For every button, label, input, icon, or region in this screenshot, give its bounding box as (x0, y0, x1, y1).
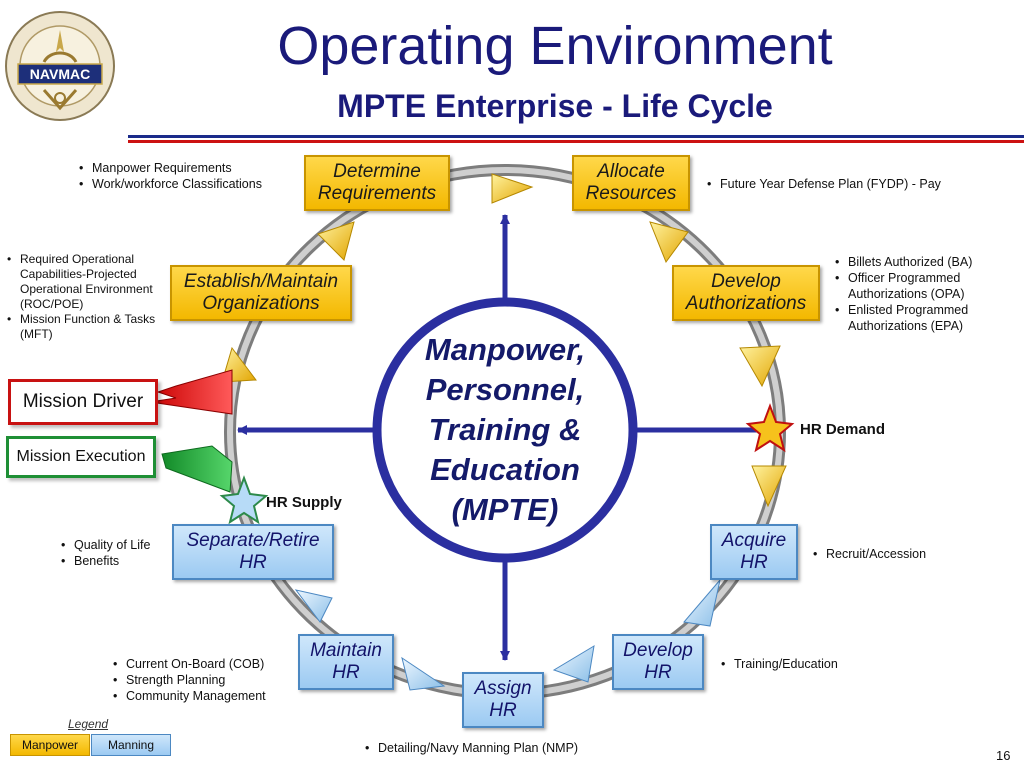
note-item: Quality of Life (58, 537, 178, 553)
box-line: HR (239, 552, 267, 573)
note-item: Enlisted Programmed Authorizations (EPA) (832, 302, 1002, 334)
hub-line: Manpower, (424, 332, 586, 367)
page-number: 16 (996, 748, 1011, 763)
acquire-hr-box: Acquire HR (710, 524, 798, 580)
flow-arrow-determine-to-allocate (491, 173, 534, 204)
separate-retire-hr-box: Separate/Retire HR (172, 524, 334, 580)
hr-demand-label: HR Demand (800, 421, 886, 438)
establish-maintain-organizations-box: Establish/Maintain Organizations (170, 265, 352, 321)
maintain-notes: Current On-Board (COB) Strength Planning… (110, 656, 300, 704)
slide-subtitle: MPTE Enterprise - Life Cycle (337, 88, 773, 124)
box-line: Develop (623, 639, 693, 661)
establish-notes: Required Operational Capabilities-Projec… (4, 252, 170, 342)
box-line: Establish/Maintain (183, 270, 339, 292)
hub-line: (MPTE) (451, 492, 559, 527)
note-item: Manpower Requirements (76, 160, 302, 176)
assign-notes: Detailing/Navy Manning Plan (NMP) (362, 740, 682, 756)
box-line: Develop (711, 270, 781, 292)
flow-arrow-establish-to-determine (317, 221, 355, 261)
box-line: Separate/Retire (186, 529, 320, 551)
hr-demand-star-icon (745, 403, 795, 453)
note-item: Billets Authorized (BA) (832, 254, 1002, 270)
note-item: Training/Education (718, 656, 838, 672)
note-item: Recruit/Accession (810, 546, 1010, 562)
note-item: Detailing/Navy Manning Plan (NMP) (362, 740, 682, 756)
note-item: Required Operational Capabilities-Projec… (4, 252, 170, 312)
box-line: HR (740, 552, 768, 573)
box-line: Organizations (202, 293, 320, 314)
title-rule-blue (128, 135, 1024, 138)
note-item: Community Management (110, 688, 300, 704)
mission-execution-arrow (161, 445, 233, 493)
box-line: Authorizations (685, 293, 807, 314)
assign-hr-box: Assign HR (462, 672, 544, 728)
legend-manning-swatch: Manning (91, 734, 171, 756)
flow-arrow-demand-to-acquire (751, 465, 787, 508)
hub-line: Personnel, (425, 372, 585, 407)
acquire-notes: Recruit/Accession (810, 546, 1010, 562)
hr-supply-label: HR Supply (266, 494, 342, 511)
flow-arrow-maintain-to-separate (294, 589, 333, 623)
flow-arrow-allocate-to-develop (649, 221, 689, 264)
note-item: Strength Planning (110, 672, 300, 688)
note-item: Officer Programmed Authorizations (OPA) (832, 270, 1002, 302)
develop-authorizations-box: Develop Authorizations (672, 265, 820, 321)
box-line: Allocate (597, 160, 665, 182)
legend-manpower-swatch: Manpower (10, 734, 90, 756)
center-hub (372, 297, 638, 563)
note-item: Benefits (58, 553, 178, 569)
navmac-seal-logo: NAVMAC (5, 11, 115, 121)
allocate-notes: Future Year Defense Plan (FYDP) - Pay (704, 176, 1004, 192)
maintain-hr-box: Maintain HR (298, 634, 394, 690)
develop-hr-box: Develop HR (612, 634, 704, 690)
allocate-resources-box: Allocate Resources (572, 155, 690, 211)
develop-hr-notes: Training/Education (718, 656, 838, 672)
hub-line: Education (430, 452, 580, 487)
separate-notes: Quality of Life Benefits (58, 537, 178, 569)
determine-requirements-box: Determine Requirements (304, 155, 450, 211)
mission-driver-box: Mission Driver (8, 379, 158, 425)
box-line: Acquire (721, 529, 787, 551)
flow-arrow-develop-to-demand (739, 345, 781, 388)
flow-arrow-develop-to-assign (552, 645, 595, 683)
mission-execution-box: Mission Execution (6, 436, 156, 478)
determine-notes: Manpower Requirements Work/workforce Cla… (76, 160, 302, 192)
svg-text:NAVMAC: NAVMAC (30, 66, 90, 82)
legend-title: Legend (68, 717, 109, 731)
mission-driver-arrow (149, 369, 233, 415)
hub-label: Manpower, Personnel, Training & Educatio… (370, 330, 640, 530)
flow-arrow-assign-to-maintain (401, 656, 446, 691)
slide-title: Operating Environment (277, 16, 833, 76)
box-line: Requirements (317, 183, 437, 204)
flow-arrow-acquire-to-develop (683, 579, 721, 627)
hr-supply-star-icon (219, 475, 269, 525)
hub-line: Training & (428, 412, 582, 447)
box-line: HR (644, 662, 672, 683)
title-rule-red (128, 140, 1024, 143)
box-line: Assign (474, 677, 532, 699)
box-line: HR (332, 662, 360, 683)
develop-authorizations-notes: Billets Authorized (BA) Officer Programm… (832, 254, 1002, 334)
box-line: Determine (333, 160, 421, 182)
note-item: Future Year Defense Plan (FYDP) - Pay (704, 176, 1004, 192)
box-line: Maintain (310, 639, 382, 661)
note-item: Work/workforce Classifications (76, 176, 302, 192)
note-item: Mission Function & Tasks (MFT) (4, 312, 170, 342)
note-item: Current On-Board (COB) (110, 656, 300, 672)
box-line: Resources (585, 183, 677, 204)
box-line: HR (489, 700, 517, 721)
